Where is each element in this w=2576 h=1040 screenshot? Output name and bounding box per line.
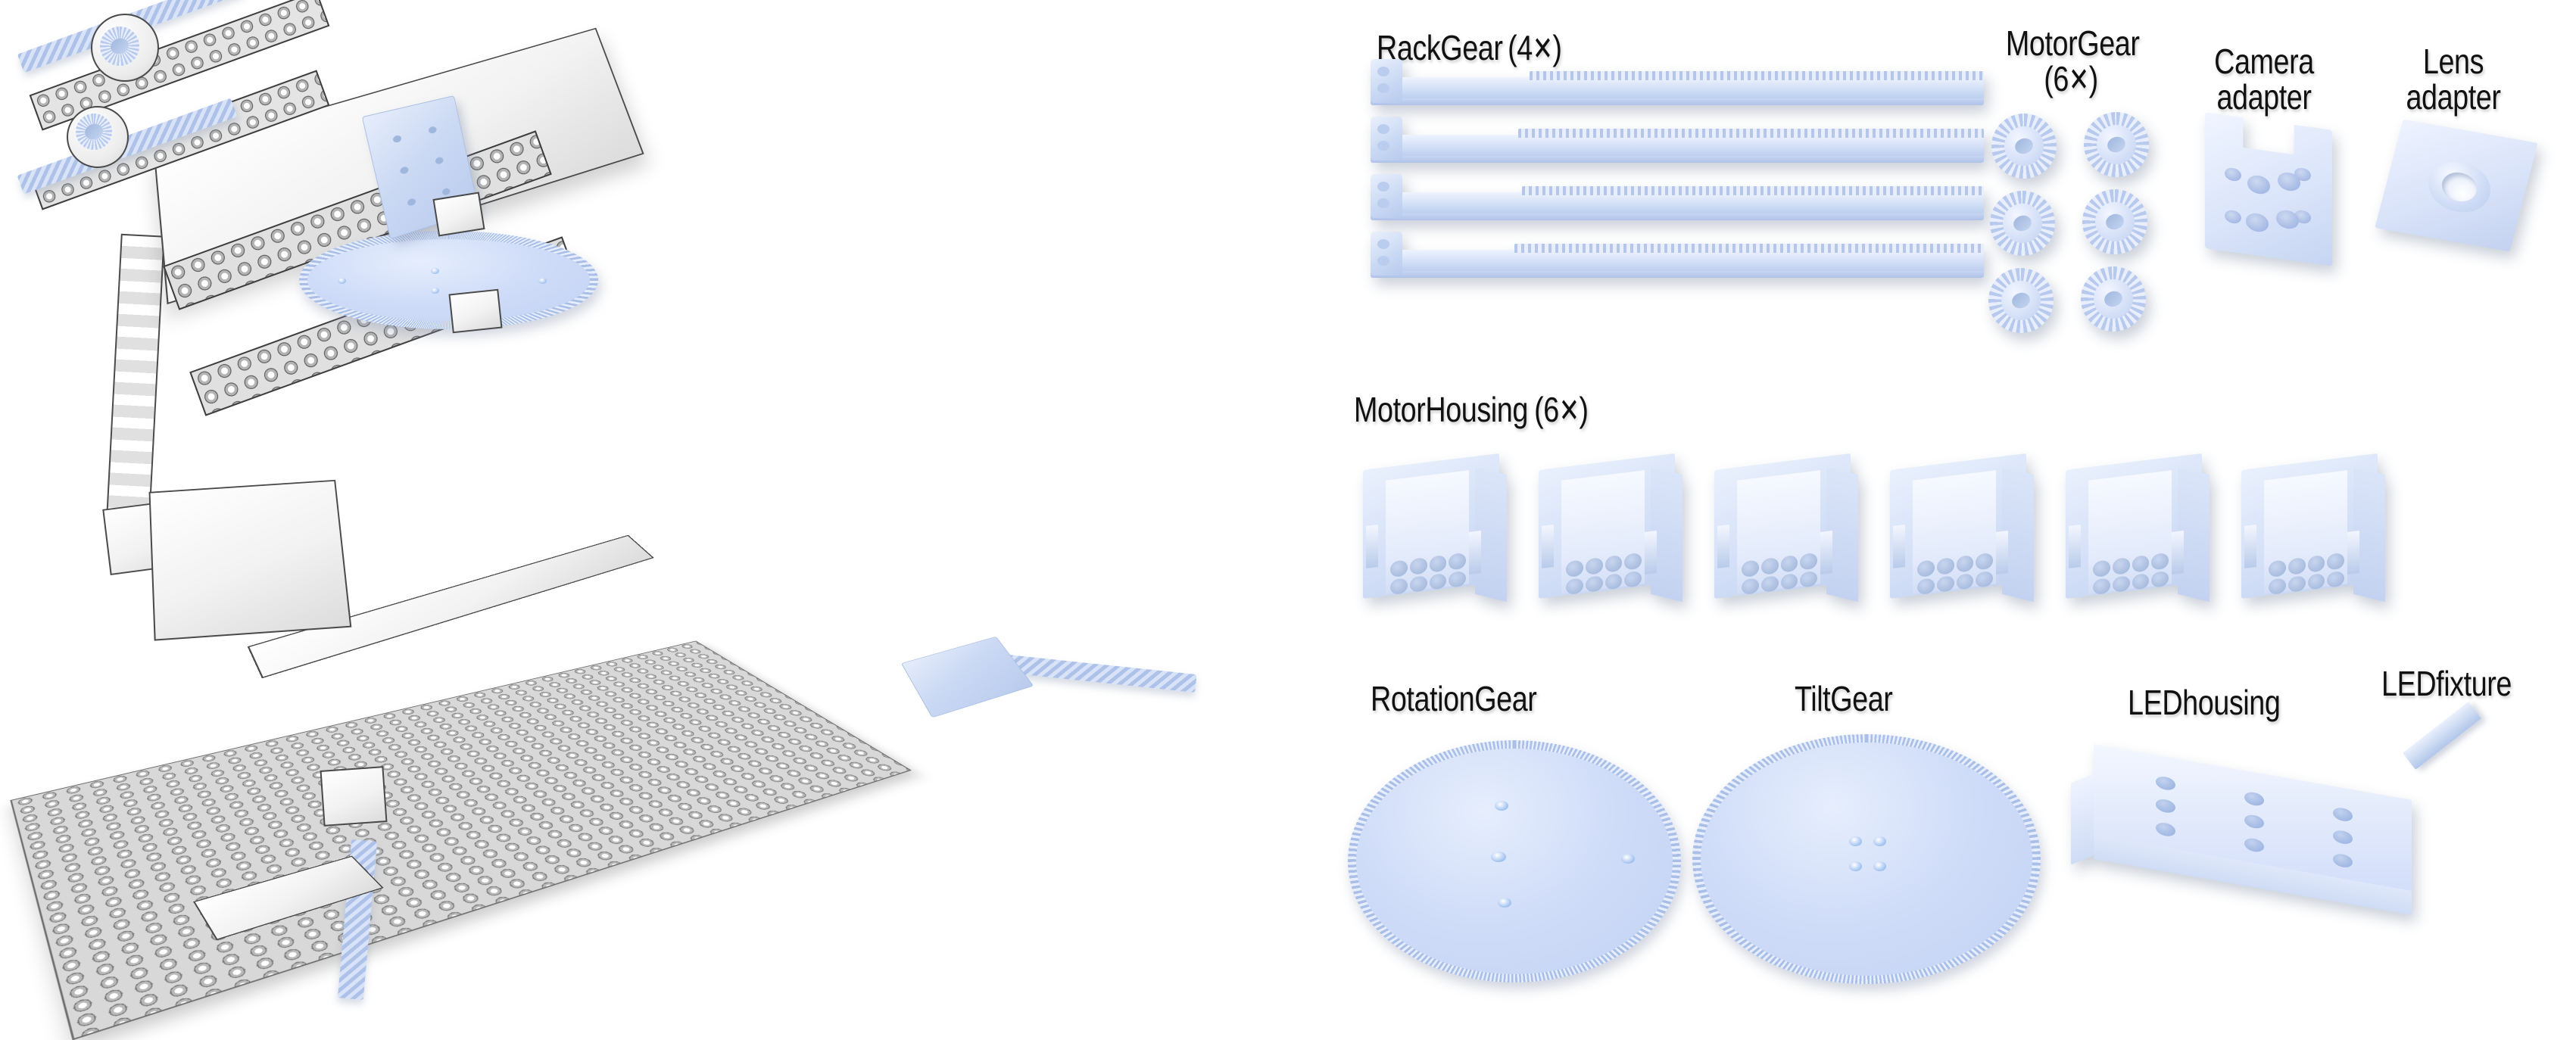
part-motor-gear-1 xyxy=(1991,114,2057,179)
part-motor-housing-2 xyxy=(1531,453,1690,609)
label-rack-gear-qty-close: ) xyxy=(1552,28,1562,67)
lego-assembly-render xyxy=(0,0,1287,1040)
label-camera-adapter-line2: adapter xyxy=(2216,76,2312,117)
label-rotation-gear-name: RotationGear xyxy=(1371,679,1537,718)
label-motor-gear-qty-open: ( xyxy=(2044,58,2054,98)
part-motor-gear-2 xyxy=(2084,112,2149,177)
label-rack-gear-qty-x: ✕ xyxy=(1532,30,1553,67)
label-motor-housing-name: MotorHousing xyxy=(1354,390,1528,429)
label-rotation-gear: RotationGear xyxy=(1371,679,1537,718)
part-rack-gear-2 xyxy=(1371,117,1984,163)
lego-baseplate xyxy=(10,640,912,1040)
part-motor-housing-5 xyxy=(2058,453,2217,609)
label-tilt-gear-name: TiltGear xyxy=(1795,679,1893,718)
part-motor-housing-3 xyxy=(1707,453,1866,609)
lego-adapter-plate-right xyxy=(900,636,1034,718)
label-motor-gear-qty-num: 6 xyxy=(2053,58,2069,98)
label-motor-housing-qty-close: ) xyxy=(1579,390,1589,429)
lego-pinion-upper xyxy=(100,26,139,66)
lego-rackgear-right xyxy=(1006,654,1197,693)
lego-pinion-lower xyxy=(76,114,112,150)
label-led-housing-name: LEDhousing xyxy=(2128,683,2281,722)
part-rack-gear-3 xyxy=(1371,174,1984,220)
label-rack-gear-qty-open: ( xyxy=(1508,28,1517,67)
part-rack-gear-1 xyxy=(1371,59,1984,105)
label-led-fixture: LEDfixture xyxy=(2381,666,2512,702)
part-camera-adapter xyxy=(2205,121,2332,257)
part-motor-housing-1 xyxy=(1355,453,1514,609)
part-led-fixture xyxy=(2403,702,2481,770)
label-lens-adapter-line2: adapter xyxy=(2406,76,2501,117)
label-motor-gear: MotorGear (6✕) xyxy=(2005,23,2140,98)
label-motor-housing: MotorHousing(6✕) xyxy=(1354,392,1589,428)
parts-panel: RackGear(4✕) MotorGear (6✕) xyxy=(1287,0,2576,1003)
label-rack-gear-qty-num: 4 xyxy=(1517,28,1533,67)
label-motor-housing-qty-open: ( xyxy=(1534,390,1544,429)
part-motor-gear-6 xyxy=(2081,266,2146,332)
lego-camera-block xyxy=(432,191,485,237)
label-motor-housing-qty-num: 6 xyxy=(1543,390,1559,429)
label-tilt-gear: TiltGear xyxy=(1795,679,1893,718)
label-motor-gear-qty-x: ✕ xyxy=(2068,61,2089,98)
part-rotation-gear xyxy=(1348,740,1681,982)
label-motor-gear-name: MotorGear xyxy=(2005,23,2140,63)
label-camera-adapter: Camera adapter xyxy=(2196,44,2332,115)
lego-servo-block xyxy=(448,288,503,334)
label-motor-housing-qty-x: ✕ xyxy=(1558,392,1580,429)
label-lens-adapter-line1: Lens xyxy=(2422,42,2484,81)
part-rack-gear-4 xyxy=(1371,232,1984,278)
part-tilt-gear xyxy=(1692,734,2041,984)
label-motor-gear-qty-close: ) xyxy=(2088,58,2099,98)
label-lens-adapter: Lens adapter xyxy=(2385,44,2521,115)
lego-motor-block-bottom xyxy=(320,766,388,827)
lego-rotation-gear xyxy=(299,231,598,329)
lego-support-column xyxy=(106,233,165,519)
label-led-fixture-name: LEDfixture xyxy=(2381,664,2512,703)
part-lens-adapter xyxy=(2375,119,2538,252)
part-led-housing xyxy=(2071,743,2427,923)
label-camera-adapter-line1: Camera xyxy=(2214,42,2314,81)
lego-white-tray xyxy=(148,479,352,641)
part-motor-housing-6 xyxy=(2234,453,2393,609)
part-motor-gear-4 xyxy=(2082,189,2147,254)
label-led-housing: LEDhousing xyxy=(2128,683,2281,722)
part-motor-housing-4 xyxy=(1882,453,2041,609)
part-motor-gear-3 xyxy=(1990,191,2055,256)
label-rack-gear: RackGear(4✕) xyxy=(1377,30,1562,67)
part-motor-gear-5 xyxy=(1988,268,2054,333)
